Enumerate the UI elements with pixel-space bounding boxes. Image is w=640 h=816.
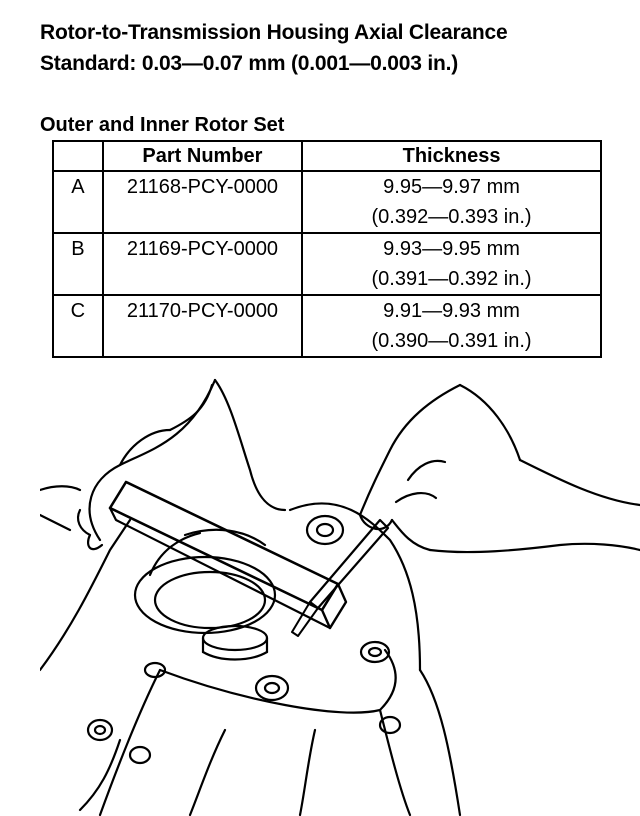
grade-cell: C	[52, 294, 104, 358]
table-title: Outer and Inner Rotor Set	[40, 114, 285, 136]
table-row: B 21169-PCY-0000 9.93—9.95 mm (0.391—0.3…	[52, 232, 602, 296]
thickness-mm: 9.93—9.95 mm	[383, 238, 520, 260]
rotor-set-table: Part Number Thickness A 21168-PCY-0000 9…	[52, 140, 602, 358]
part-number-cell: 21169-PCY-0000	[101, 232, 304, 296]
table-header-row: Part Number Thickness	[52, 140, 602, 172]
standard-spec: Standard: 0.03—0.07 mm (0.001—0.003 in.)	[40, 52, 459, 75]
page-title: Rotor-to-Transmission Housing Axial Clea…	[40, 21, 508, 44]
thickness-cell: 9.93—9.95 mm (0.391—0.392 in.)	[301, 232, 602, 296]
column-header-grade	[52, 140, 104, 172]
part-number-cell: 21168-PCY-0000	[101, 170, 304, 234]
thickness-cell: 9.95—9.97 mm (0.392—0.393 in.)	[301, 170, 602, 234]
part-number-cell: 21170-PCY-0000	[101, 294, 304, 358]
grade-cell: B	[52, 232, 104, 296]
thickness-in: (0.390—0.391 in.)	[371, 330, 532, 352]
table-row: C 21170-PCY-0000 9.91—9.93 mm (0.390—0.3…	[52, 294, 602, 358]
thickness-mm: 9.91—9.93 mm	[383, 300, 520, 322]
thickness-cell: 9.91—9.93 mm (0.390—0.391 in.)	[301, 294, 602, 358]
thickness-mm: 9.95—9.97 mm	[383, 176, 520, 198]
straightedge-feeler-gauge-illustration	[40, 370, 640, 816]
thickness-in: (0.392—0.393 in.)	[371, 206, 532, 228]
column-header-part-number: Part Number	[101, 140, 304, 172]
illustration-drawing	[40, 378, 640, 816]
table-row: A 21168-PCY-0000 9.95—9.97 mm (0.392—0.3…	[52, 170, 602, 234]
column-header-thickness: Thickness	[301, 140, 602, 172]
grade-cell: A	[52, 170, 104, 234]
thickness-in: (0.391—0.392 in.)	[371, 268, 532, 290]
